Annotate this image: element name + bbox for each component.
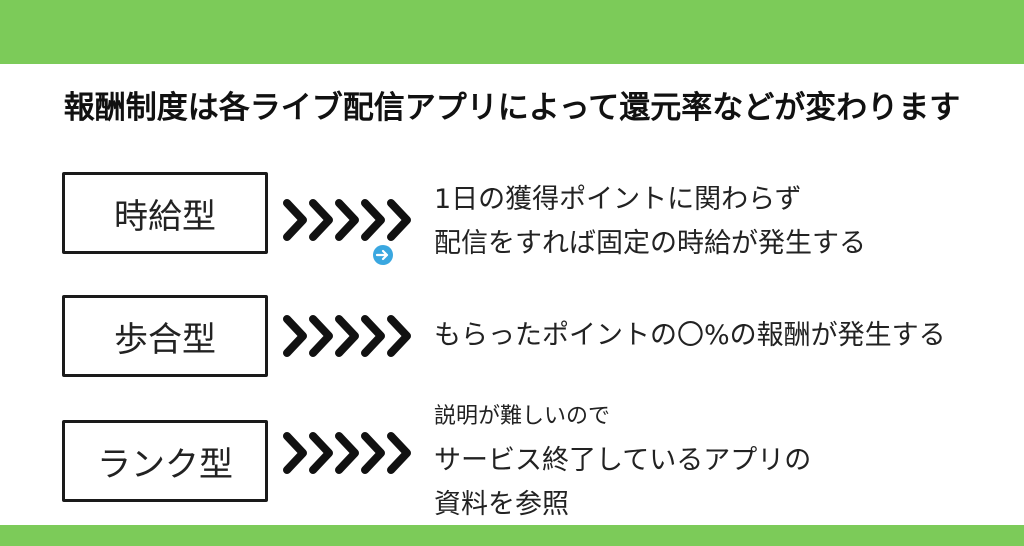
chevron-right-icon	[335, 199, 359, 241]
label-rank: ランク型	[97, 444, 233, 485]
chevron-right-icon	[361, 199, 385, 241]
chevron-right-icon	[283, 315, 307, 357]
bottom-green-band	[0, 525, 1024, 546]
desc-rank: 説明が難しいので サービス終了しているアプリの 資料を参照	[434, 395, 811, 527]
chevron-right-icon	[335, 432, 359, 474]
desc-rank-line-3: 資料を参照	[434, 489, 569, 520]
desc-hourly-line-2: 配信をすれば固定の時給が発生する	[434, 228, 866, 259]
label-box-rank: ランク型	[62, 420, 268, 502]
chevron-right-icon	[283, 199, 307, 241]
desc-commission: もらったポイントの〇%の報酬が発生する	[434, 314, 946, 358]
chevron-right-icon	[309, 315, 333, 357]
desc-hourly-line-1: 1日の獲得ポイントに関わらず	[434, 184, 802, 215]
desc-rank-line-1: 説明が難しいので	[434, 404, 611, 429]
chevron-right-icon	[387, 199, 411, 241]
chevron-right-icon	[283, 432, 307, 474]
chevron-right-icon	[361, 432, 385, 474]
chevron-right-icon-group-1	[283, 199, 411, 241]
desc-rank-line-2: サービス終了しているアプリの	[434, 445, 812, 476]
chevron-right-icon	[387, 315, 411, 357]
label-box-commission: 歩合型	[62, 295, 268, 377]
chevron-right-icon	[309, 432, 333, 474]
top-green-band	[0, 0, 1024, 64]
chevron-right-icon-group-3	[283, 432, 411, 474]
chevron-right-icon	[361, 315, 385, 357]
slide-headline: 報酬制度は各ライブ配信アプリによって還元率などが変わります	[63, 90, 961, 126]
chevron-right-icon	[387, 432, 411, 474]
label-hourly: 時給型	[114, 196, 216, 237]
label-commission: 歩合型	[114, 319, 216, 360]
label-box-hourly: 時給型	[62, 172, 268, 254]
cursor-arrow-icon	[373, 245, 393, 265]
chevron-right-icon	[335, 315, 359, 357]
chevron-right-icon	[309, 199, 333, 241]
chevron-right-icon-group-2	[283, 315, 411, 357]
desc-commission-line-1: もらったポイントの〇%の報酬が発生する	[434, 320, 946, 351]
desc-hourly: 1日の獲得ポイントに関わらず 配信をすれば固定の時給が発生する	[434, 178, 866, 266]
